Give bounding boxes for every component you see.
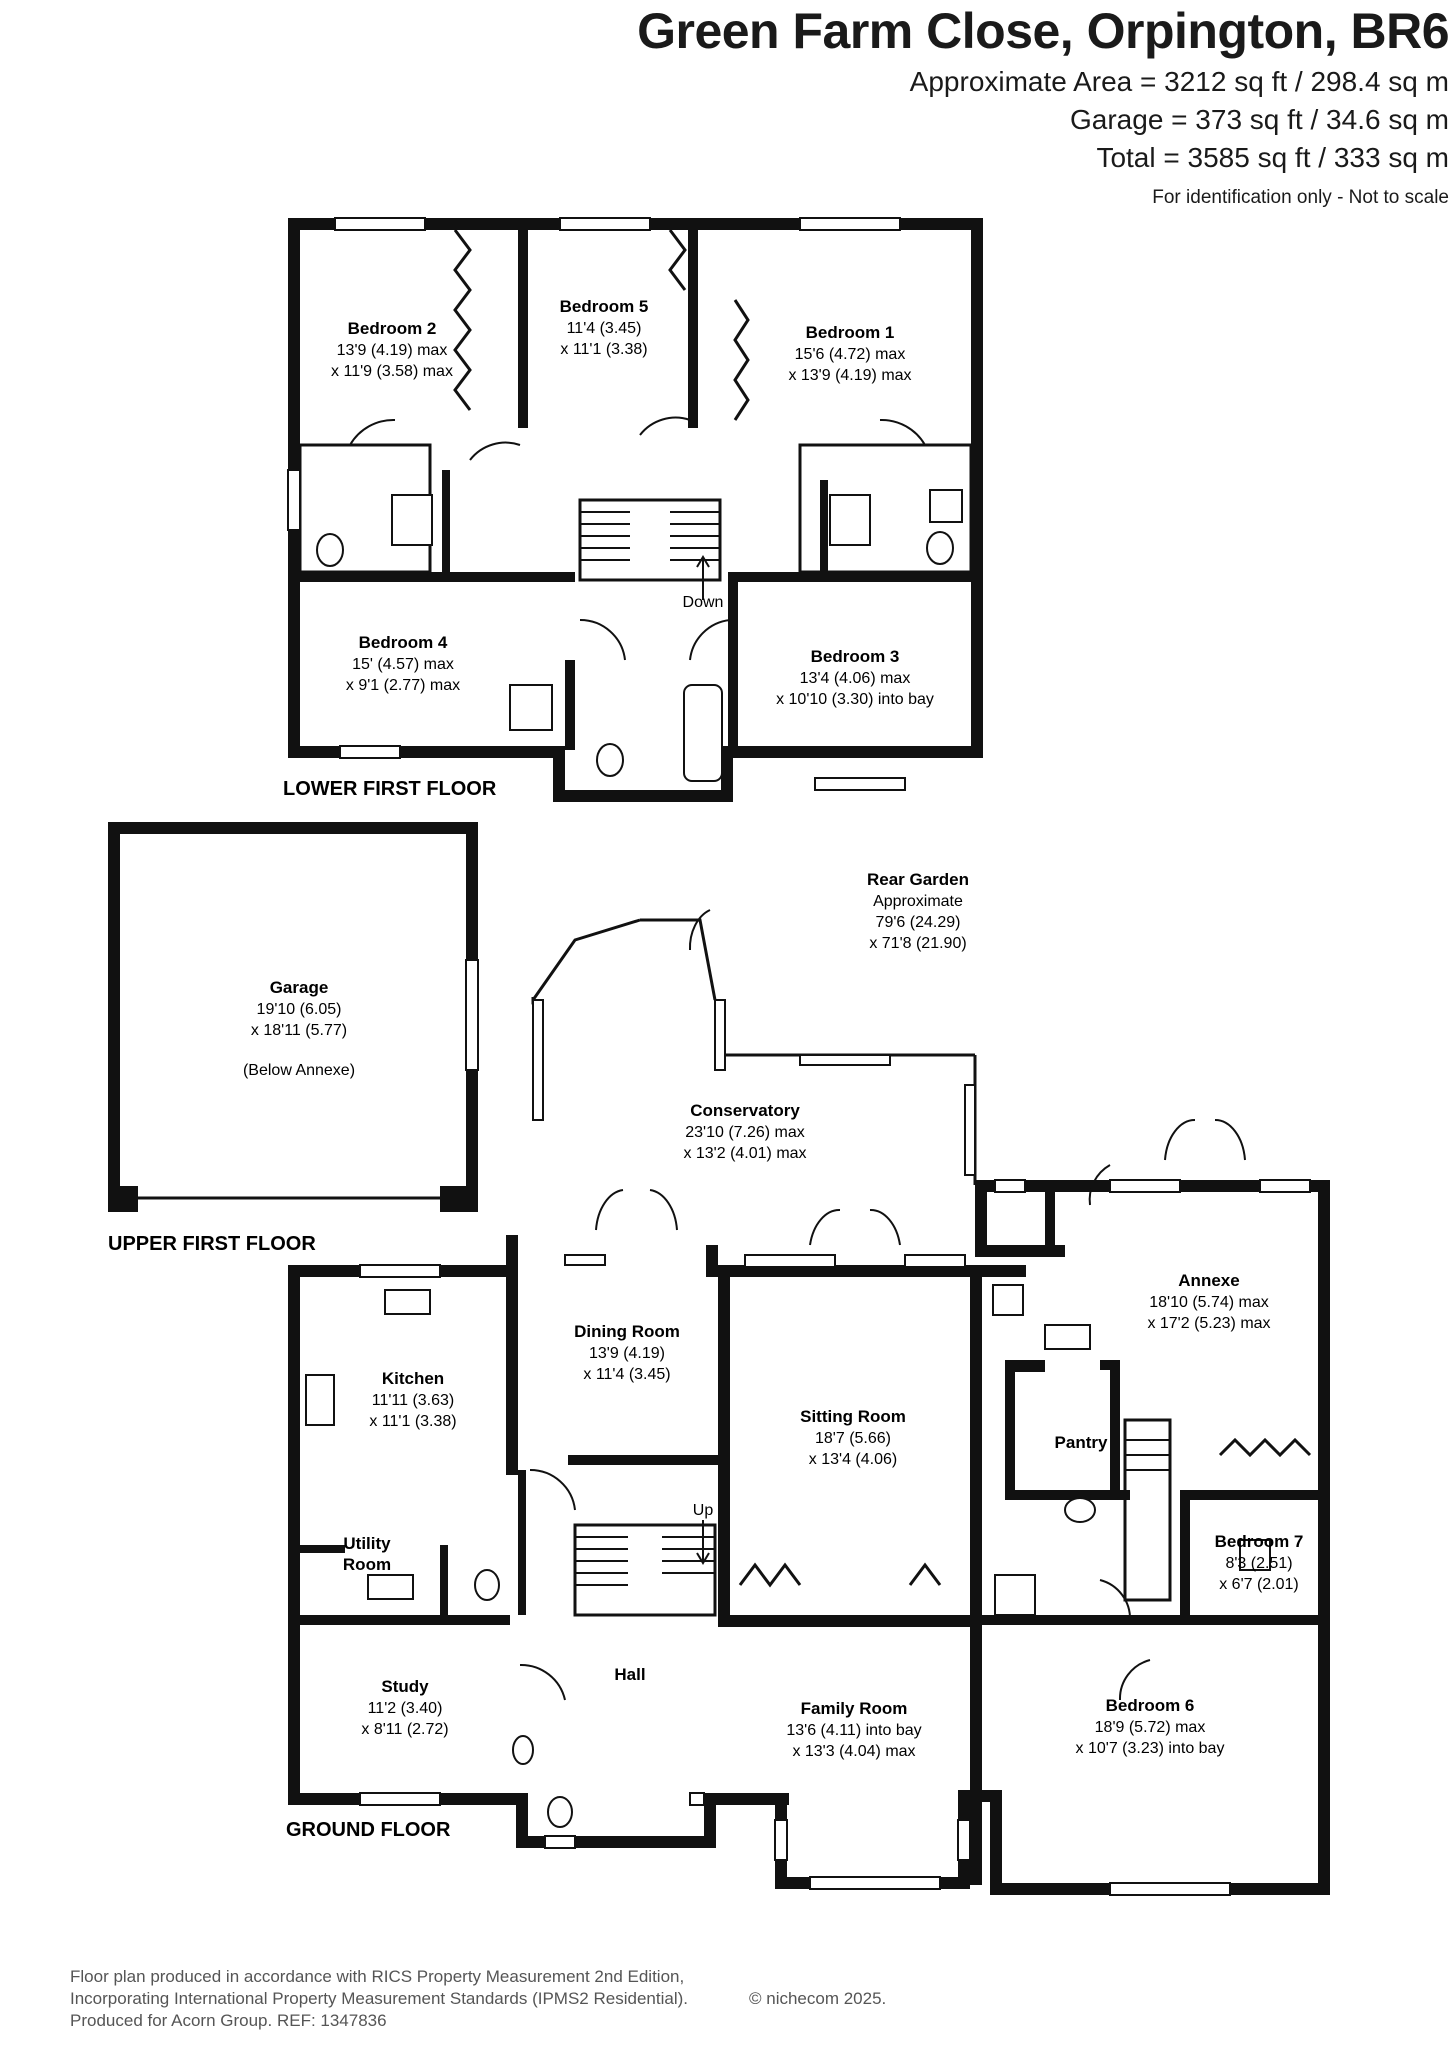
utility-room-label-1: Utility: [343, 1534, 391, 1553]
bedroom-3-label: Bedroom 3: [811, 647, 900, 666]
bedroom-1-label: Bedroom 1: [806, 323, 895, 342]
footer-line-2: Incorporating International Property Mea…: [70, 1989, 688, 2008]
garage-note: (Below Annexe): [243, 1062, 355, 1079]
pantry-label: Pantry: [1055, 1433, 1108, 1452]
bedroom-7-label: Bedroom 7: [1215, 1532, 1304, 1551]
utility-room-label-2: Room: [343, 1555, 391, 1574]
bedroom-4-dim2: x 9'1 (2.77) max: [346, 677, 460, 694]
bedroom-6-dim2: x 10'7 (3.23) into bay: [1076, 1740, 1225, 1757]
total-area: Total = 3585 sq ft / 333 sq m: [1096, 142, 1449, 173]
garage-area: Garage = 373 sq ft / 34.6 sq m: [1070, 104, 1449, 135]
ground-floor-label: GROUND FLOOR: [286, 1819, 451, 1841]
lower-first-floor-label: LOWER FIRST FLOOR: [283, 778, 497, 800]
upper-first-floor-label: UPPER FIRST FLOOR: [108, 1233, 316, 1255]
sitting-room-dim1: 18'7 (5.66): [815, 1430, 891, 1447]
bedroom-6-dim1: 18'9 (5.72) max: [1095, 1719, 1206, 1736]
bedroom-7-dim1: 8'3 (2.51): [1225, 1555, 1292, 1572]
bedroom-2-label: Bedroom 2: [348, 319, 437, 338]
kitchen-dim2: x 11'1 (3.38): [369, 1413, 456, 1430]
ground-floor: [288, 909, 1330, 1896]
conservatory-dim1: 23'10 (7.26) max: [685, 1124, 805, 1141]
approximate-area: Approximate Area = 3212 sq ft / 298.4 sq…: [909, 66, 1449, 97]
kitchen-label: Kitchen: [382, 1369, 444, 1388]
bedroom-1-dim1: 15'6 (4.72) max: [795, 346, 906, 363]
bedroom-5-dim2: x 11'1 (3.38): [560, 341, 647, 358]
bedroom-5-label: Bedroom 5: [560, 297, 649, 316]
dining-room-dim1: 13'9 (4.19): [589, 1345, 665, 1362]
kitchen-dim1: 11'11 (3.63): [372, 1392, 455, 1409]
bedroom-6-label: Bedroom 6: [1106, 1696, 1195, 1715]
footer-line-3: Produced for Acorn Group. REF: 1347836: [70, 2011, 387, 2030]
annexe-dim1: 18'10 (5.74) max: [1149, 1294, 1269, 1311]
bedroom-3-dim1: 13'4 (4.06) max: [800, 670, 911, 687]
annexe-label: Annexe: [1178, 1271, 1239, 1290]
rear-garden-label: Rear Garden: [867, 870, 969, 889]
footer-brand: © nichecom 2025.: [749, 1989, 887, 2008]
bedroom-4-dim1: 15' (4.57) max: [352, 656, 454, 673]
study-dim2: x 8'11 (2.72): [361, 1721, 448, 1738]
bedroom-3-dim2: x 10'10 (3.30) into bay: [776, 691, 934, 708]
bedroom-2-dim1: 13'9 (4.19) max: [337, 342, 448, 359]
rear-garden-dim1: Approximate: [873, 893, 963, 910]
dining-room-dim2: x 11'4 (3.45): [583, 1366, 670, 1383]
sitting-room-label: Sitting Room: [800, 1407, 906, 1426]
stairs-lower: [578, 498, 722, 600]
family-room-label: Family Room: [801, 1699, 908, 1718]
bedroom-5-dim1: 11'4 (3.45): [567, 320, 642, 337]
page-title: Green Farm Close, Orpington, BR6: [637, 3, 1449, 59]
sitting-room-dim2: x 13'4 (4.06): [809, 1451, 897, 1468]
bedroom-2-dim2: x 11'9 (3.58) max: [331, 363, 453, 380]
bedroom-4-label: Bedroom 4: [359, 633, 448, 652]
rear-garden-dim3: x 71'8 (21.90): [869, 935, 966, 952]
family-room-dim1: 13'6 (4.11) into bay: [786, 1722, 921, 1739]
hall-label: Hall: [614, 1665, 645, 1684]
garage-dim2: x 18'11 (5.77): [251, 1022, 347, 1039]
rear-garden-dim2: 79'6 (24.29): [876, 914, 961, 931]
bedroom-1-dim2: x 13'9 (4.19) max: [788, 367, 911, 384]
annexe-dim2: x 17'2 (5.23) max: [1147, 1315, 1270, 1332]
stairs-up-label: Up: [693, 1502, 714, 1519]
dining-room-label: Dining Room: [574, 1322, 680, 1341]
study-label: Study: [381, 1677, 429, 1696]
garage-label: Garage: [270, 978, 329, 997]
study-dim1: 11'2 (3.40): [368, 1700, 443, 1717]
bedroom-7-dim2: x 6'7 (2.01): [1219, 1576, 1299, 1593]
garage-floor: [108, 822, 479, 1212]
stairs-down-label: Down: [683, 594, 724, 611]
lower-first-floor: [287, 217, 983, 802]
scale-disclaimer: For identification only - Not to scale: [1152, 187, 1449, 208]
garage-dim1: 19'10 (6.05): [257, 1001, 342, 1018]
footer-line-1: Floor plan produced in accordance with R…: [70, 1967, 685, 1986]
stairs-ground: [573, 1418, 1172, 1617]
conservatory-dim2: x 13'2 (4.01) max: [683, 1145, 806, 1162]
family-room-dim2: x 13'3 (4.04) max: [792, 1743, 915, 1760]
conservatory-label: Conservatory: [690, 1101, 800, 1120]
